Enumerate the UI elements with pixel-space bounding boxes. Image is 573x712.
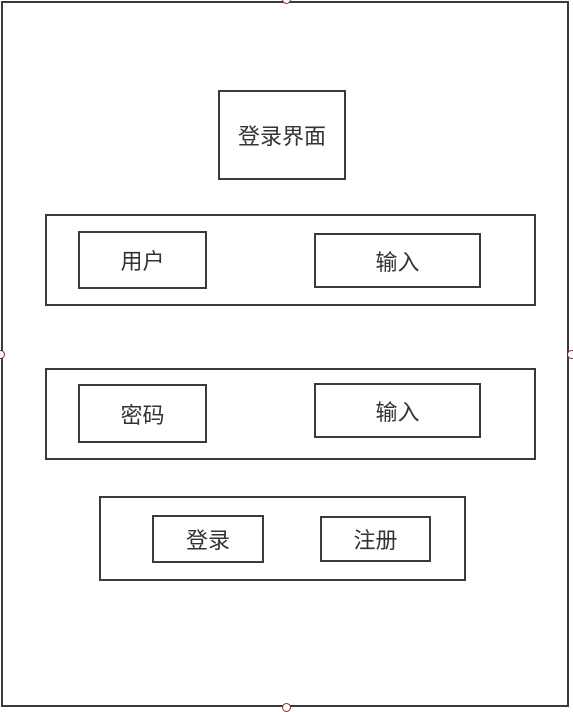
register-button-label: 注册: [353, 529, 398, 554]
user-input-field[interactable]: 输入: [314, 233, 481, 288]
password-input-text: 输入: [375, 400, 420, 426]
left-handle[interactable]: [0, 350, 5, 359]
user-input-text: 输入: [375, 250, 420, 276]
user-label-box: 用户: [78, 231, 207, 289]
user-label: 用户: [120, 250, 165, 275]
title-box: 登录界面: [218, 90, 346, 180]
login-button[interactable]: 登录: [152, 515, 264, 563]
register-button[interactable]: 注册: [320, 516, 431, 562]
password-label: 密码: [120, 403, 165, 429]
page-title: 登录界面: [237, 125, 326, 150]
login-button-label: 登录: [185, 529, 230, 554]
password-label-box: 密码: [78, 384, 207, 443]
password-input-field[interactable]: 输入: [314, 383, 481, 438]
right-handle[interactable]: [567, 350, 573, 359]
